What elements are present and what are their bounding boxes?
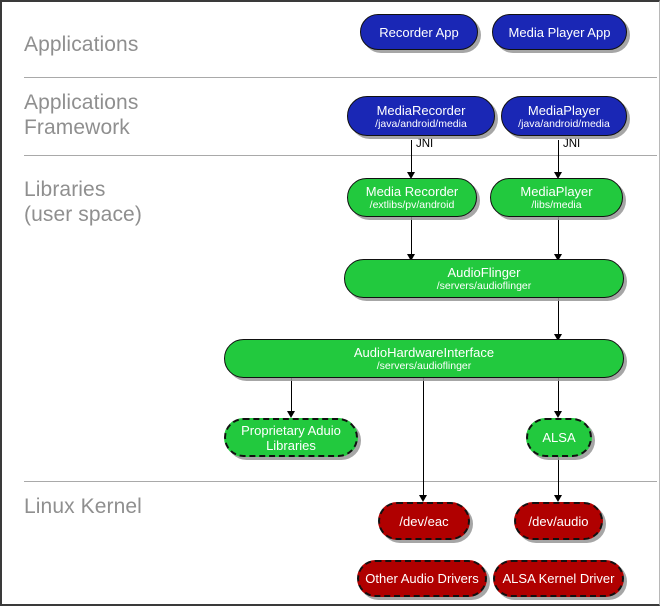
connector-audioflinger-to-audiohardwareinterface xyxy=(558,297,559,338)
jni-label-recorder: JNI xyxy=(416,138,434,150)
node-dev-eac[interactable]: /dev/eac xyxy=(378,502,470,540)
node-recorder-app[interactable]: Recorder App xyxy=(360,14,478,50)
divider-applications xyxy=(24,77,657,78)
node-alsa[interactable]: ALSA xyxy=(526,418,592,457)
node-mediaplayer-framework[interactable]: MediaPlayer /java/android/media xyxy=(501,96,627,136)
node-alsa-kernel-driver-title: ALSA Kernel Driver xyxy=(502,571,615,586)
connector-mediaplayer-to-mediaplayer-lib xyxy=(558,140,559,176)
node-proprietary-audio-libraries[interactable]: Proprietary Aduio Libraries xyxy=(224,418,358,457)
node-mediaplayer-library[interactable]: MediaPlayer /libs/media xyxy=(490,178,623,217)
node-mediaplayer-library-subtitle: /libs/media xyxy=(531,199,582,211)
arrowhead-media-recorder xyxy=(407,172,415,179)
node-audioflinger-subtitle: /servers/audioflinger xyxy=(436,280,532,292)
connector-mediaplayer-lib-to-audioflinger xyxy=(558,217,559,258)
connector-alsa-to-dev-audio xyxy=(558,457,559,499)
arrowhead-proprietary-libraries xyxy=(287,411,295,418)
node-mediaplayer-library-title: MediaPlayer xyxy=(520,184,593,199)
node-alsa-title: ALSA xyxy=(542,430,576,445)
connector-mediarecorder-to-media-recorder xyxy=(411,140,412,176)
node-other-audio-drivers-title: Other Audio Drivers xyxy=(365,571,479,586)
node-audiohardwareinterface-subtitle: /servers/audioflinger xyxy=(376,360,472,372)
arrowhead-dev-eac xyxy=(419,495,427,502)
divider-framework xyxy=(24,155,657,156)
divider-kernel xyxy=(24,481,657,482)
node-media-player-app-title: Media Player App xyxy=(508,24,611,40)
arrowhead-dev-audio xyxy=(554,495,562,502)
arrowhead-audioflinger-right xyxy=(554,254,562,261)
node-dev-audio-title: /dev/audio xyxy=(528,513,589,529)
connector-media-recorder-to-audioflinger xyxy=(411,217,412,258)
node-media-recorder-library[interactable]: Media Recorder /extlibs/pv/android xyxy=(347,178,477,217)
node-audiohardwareinterface[interactable]: AudioHardwareInterface /servers/audiofli… xyxy=(224,339,624,378)
node-audioflinger-title: AudioFlinger xyxy=(447,265,521,280)
layer-label-applications-framework: Applications Framework xyxy=(24,91,139,139)
arrowhead-audioflinger-left xyxy=(407,254,415,261)
node-alsa-kernel-driver[interactable]: ALSA Kernel Driver xyxy=(493,560,624,597)
connector-ahi-to-alsa xyxy=(558,377,559,415)
node-mediaplayer-framework-subtitle: /java/android/media xyxy=(518,117,610,130)
connector-ahi-to-dev-eac xyxy=(423,377,424,499)
layer-label-libraries: Libraries (user space) xyxy=(24,178,142,226)
layer-label-applications: Applications xyxy=(24,33,139,56)
node-recorder-app-title: Recorder App xyxy=(379,24,459,40)
node-proprietary-audio-libraries-title: Proprietary Aduio Libraries xyxy=(241,422,341,453)
node-mediarecorder-framework[interactable]: MediaRecorder /java/android/media xyxy=(347,96,495,136)
node-dev-eac-title: /dev/eac xyxy=(399,513,449,529)
arrowhead-audiohardwareinterface xyxy=(554,334,562,341)
layer-label-linux-kernel: Linux Kernel xyxy=(24,495,142,518)
node-audiohardwareinterface-title: AudioHardwareInterface xyxy=(353,345,495,360)
node-dev-audio[interactable]: /dev/audio xyxy=(514,502,603,540)
node-mediarecorder-framework-subtitle: /java/android/media xyxy=(375,117,467,130)
node-mediaplayer-framework-title: MediaPlayer xyxy=(527,102,601,118)
arrowhead-alsa xyxy=(554,411,562,418)
node-mediarecorder-framework-title: MediaRecorder xyxy=(376,102,466,118)
node-media-recorder-library-subtitle: /extlibs/pv/android xyxy=(369,199,455,211)
arrowhead-mediaplayer-lib xyxy=(554,172,562,179)
node-media-recorder-library-title: Media Recorder xyxy=(365,184,459,199)
node-media-player-app[interactable]: Media Player App xyxy=(492,14,627,50)
connector-ahi-to-proprietary-libraries xyxy=(291,377,292,415)
node-other-audio-drivers[interactable]: Other Audio Drivers xyxy=(357,560,487,597)
node-audioflinger[interactable]: AudioFlinger /servers/audioflinger xyxy=(344,259,624,298)
jni-label-player: JNI xyxy=(563,138,581,150)
